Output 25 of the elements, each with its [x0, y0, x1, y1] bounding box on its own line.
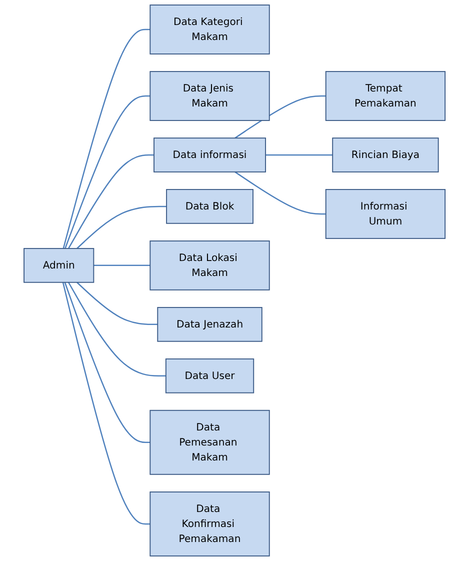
connector [94, 264, 150, 266]
connector [266, 154, 333, 156]
node-box: Data Jenis Makam [150, 71, 270, 121]
node-box: Data Konfirmasi Pemakaman [150, 491, 270, 556]
node-box: Data informasi [153, 138, 266, 172]
connector [64, 95, 150, 249]
connector [68, 282, 166, 376]
connector [234, 171, 326, 215]
node-box: Rincian Biaya [332, 138, 439, 172]
node-box: Data Pemesanan Makam [150, 410, 270, 475]
connector [62, 28, 150, 249]
connector [64, 282, 150, 444]
node-box: Data Blok [166, 189, 254, 224]
connector [62, 282, 150, 525]
node-box: Informasi Umum [325, 189, 446, 239]
node-box: Tempat Pemakaman [325, 71, 446, 121]
node-box: Data Jenazah [157, 307, 262, 342]
connector [234, 95, 326, 139]
node-box: Data Kategori Makam [150, 4, 270, 54]
connector [76, 206, 166, 249]
node-box: Data User [165, 358, 254, 394]
connector [68, 154, 154, 249]
connector [76, 282, 158, 326]
node-box: Admin [24, 248, 94, 283]
node-box: Data Lokasi Makam [150, 240, 270, 290]
